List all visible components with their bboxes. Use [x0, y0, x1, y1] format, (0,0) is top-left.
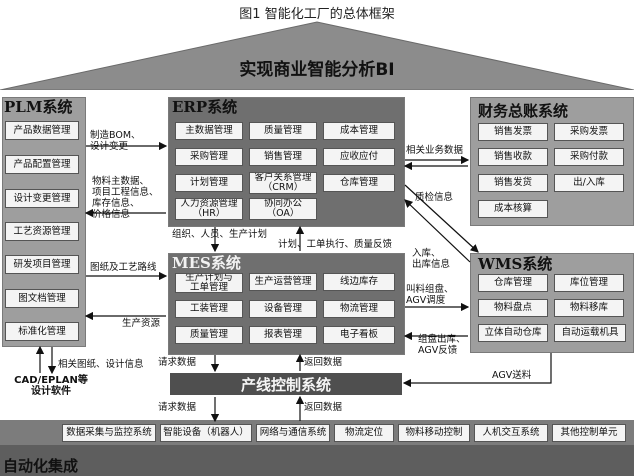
- note-call-group: 叫料组盘、 AGV调度: [406, 284, 454, 306]
- note-production-resource: 生产资源: [122, 318, 161, 329]
- arrow-inout: [404, 199, 471, 263]
- plm-item: 标准化管理: [5, 322, 79, 341]
- note-request1: 请求数据: [158, 357, 197, 368]
- finance-item: 销售发票: [478, 123, 548, 141]
- erp-item: 销售管理: [249, 148, 317, 166]
- mes-title: MES系统: [172, 254, 241, 272]
- wms-item: 立体自动仓库: [478, 324, 548, 342]
- plm-item: 设计变更管理: [5, 189, 79, 208]
- finance-item: 成本核算: [478, 200, 548, 218]
- finance-item: 采购发票: [554, 123, 624, 141]
- note-quality-info: 质检信息: [415, 192, 454, 203]
- wms-item: 自动运载机具: [554, 324, 626, 342]
- erp-item: 成本管理: [323, 122, 395, 140]
- automation-item: 网络与通信系统: [256, 424, 330, 442]
- roof-shape: [0, 21, 634, 90]
- note-in-out: 入库、 出库信息: [412, 248, 451, 270]
- wms-item: 物料盘点: [478, 299, 548, 317]
- finance-item: 销售收款: [478, 148, 548, 166]
- note-group-out: 组盘出库、 AGV反馈: [418, 334, 466, 356]
- automation-item: 其他控制单元: [552, 424, 626, 442]
- mes-item: 工装管理: [175, 300, 243, 318]
- note-request2: 请求数据: [158, 402, 197, 413]
- production-control-system: 产线控制系统: [170, 373, 402, 395]
- note-related-business: 相关业务数据: [406, 145, 464, 156]
- finance-title: 财务总账系统: [478, 102, 569, 120]
- note-return1: 返回数据: [304, 357, 343, 368]
- note-return2: 返回数据: [304, 402, 343, 413]
- erp-item: 采购管理: [175, 148, 243, 166]
- erp-item: 应收应付: [323, 148, 395, 166]
- wms-item: 库位管理: [554, 274, 624, 292]
- automation-item: 物流定位: [334, 424, 394, 442]
- note-plan-feedback: 计划、工单执行、质量反馈: [278, 239, 393, 250]
- plm-title: PLM系统: [4, 98, 73, 116]
- wms-title: WMS系统: [478, 255, 553, 273]
- bi-label: 实现商业智能分析BI: [239, 60, 395, 80]
- mes-item: 生产运营管理: [249, 273, 317, 291]
- erp-item: 协同办公 （OA）: [249, 198, 317, 220]
- erp-item: 仓库管理: [323, 174, 395, 192]
- mes-item: 线边库存: [323, 273, 395, 291]
- finance-item: 出/入库: [554, 174, 624, 192]
- erp-item: 人力资源管理 （HR）: [175, 198, 243, 220]
- note-material-master: 物料主数据、 项目工程信息、 库存信息、 价格信息: [92, 176, 159, 220]
- mes-item: 设备管理: [249, 300, 317, 318]
- cad-eplan-label: CAD/EPLAN等 设计软件: [14, 375, 88, 397]
- plm-item: 产品配置管理: [5, 155, 79, 174]
- erp-item: 主数据管理: [175, 122, 243, 140]
- wms-item: 物料移库: [554, 299, 624, 317]
- plm-item: 产品数据管理: [5, 121, 79, 140]
- note-drawings: 图纸及工艺路线: [90, 262, 157, 273]
- plm-item: 工艺资源管理: [5, 222, 79, 241]
- mes-item: 生产计划与 工单管理: [175, 273, 243, 293]
- mes-item: 质量管理: [175, 326, 243, 344]
- mes-item: 物流管理: [323, 300, 395, 318]
- note-agv: AGV送料: [492, 370, 532, 381]
- finance-item: 销售发货: [478, 174, 548, 192]
- erp-item: 质量管理: [249, 122, 317, 140]
- automation-item: 物料移动控制: [398, 424, 470, 442]
- plm-item: 研发项目管理: [5, 255, 79, 274]
- erp-title: ERP系统: [172, 98, 238, 116]
- automation-strip: [0, 445, 634, 476]
- erp-item: 计划管理: [175, 174, 243, 192]
- automation-item: 人机交互系统: [474, 424, 548, 442]
- note-bom: 制造BOM、 设计变更: [90, 130, 141, 152]
- automation-item: 数据采集与监控系统: [62, 424, 156, 442]
- arrow-quality: [404, 184, 479, 253]
- plm-item: 图文档管理: [5, 289, 79, 308]
- erp-item: 客户关系管理 （CRM）: [249, 172, 317, 194]
- wms-item: 仓库管理: [478, 274, 548, 292]
- note-org: 组织、人员、生产计划: [172, 229, 268, 240]
- mes-item: 电子看板: [323, 326, 395, 344]
- automation-item: 智能设备（机器人）: [160, 424, 252, 442]
- automation-title: 自动化集成: [3, 457, 79, 475]
- mes-item: 报表管理: [249, 326, 317, 344]
- arrow-agv: [402, 353, 552, 388]
- finance-item: 采购付款: [554, 148, 624, 166]
- figure-title: 图1 智能化工厂的总体框架: [239, 7, 395, 22]
- note-related-drawings: 相关图纸、设计信息: [58, 359, 144, 370]
